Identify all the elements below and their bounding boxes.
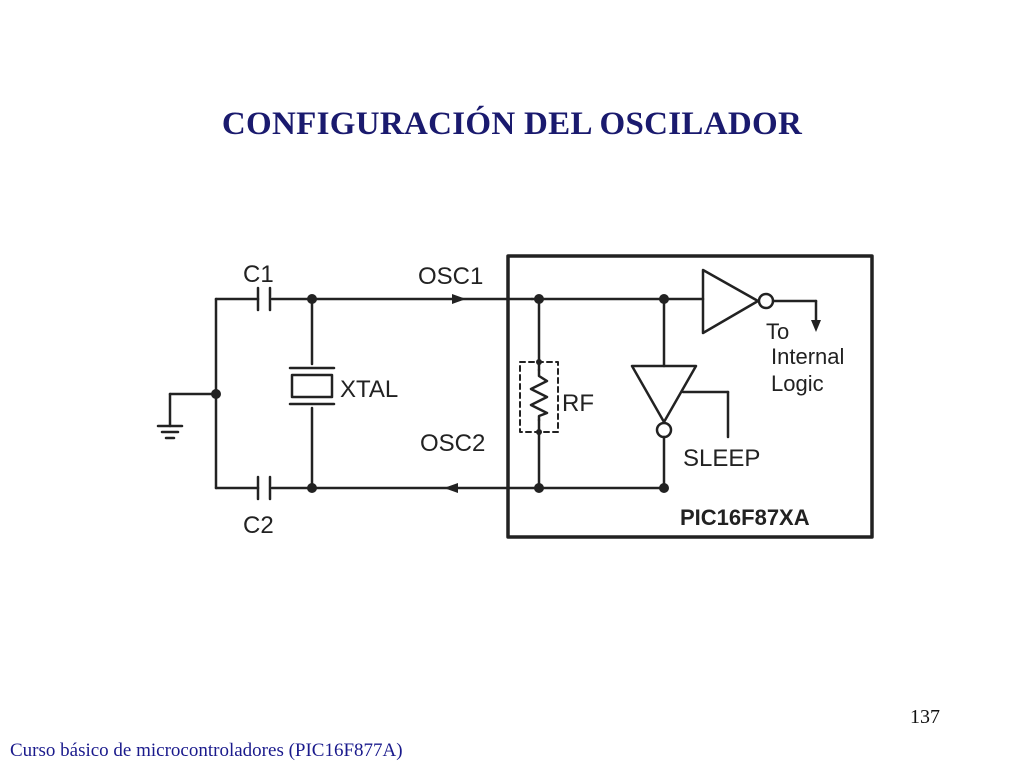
label-internal: Internal	[771, 344, 844, 369]
slide-title: CONFIGURACIÓN DEL OSCILADOR	[221, 106, 803, 142]
label-osc2: OSC2	[420, 430, 485, 457]
label-chip-name: PIC16F87XA	[680, 505, 810, 530]
label-logic: Logic	[771, 371, 824, 396]
label-c2: C2	[243, 512, 274, 539]
feedback-inverter-icon	[630, 364, 698, 439]
osc1-arrow-icon	[452, 294, 466, 304]
label-xtal: XTAL	[340, 376, 398, 403]
junction-dots	[211, 294, 669, 493]
internal-logic-arrow-icon	[811, 320, 821, 332]
ground-icon	[156, 392, 218, 440]
label-c1: C1	[243, 261, 274, 288]
page-number: 137	[910, 706, 940, 728]
output-inverter-icon	[701, 268, 775, 335]
label-sleep: SLEEP	[683, 445, 760, 472]
osc2-arrow-icon	[444, 483, 458, 493]
capacitor-c1-icon	[256, 286, 272, 312]
capacitor-c2-icon	[256, 475, 272, 501]
label-rf: RF	[562, 390, 594, 417]
chip-outline	[506, 254, 874, 539]
label-to: To	[766, 319, 789, 344]
crystal-xtal-icon	[288, 366, 336, 406]
footer-text: Curso básico de microcontroladores (PIC1…	[10, 740, 403, 761]
label-osc1: OSC1	[418, 263, 483, 290]
